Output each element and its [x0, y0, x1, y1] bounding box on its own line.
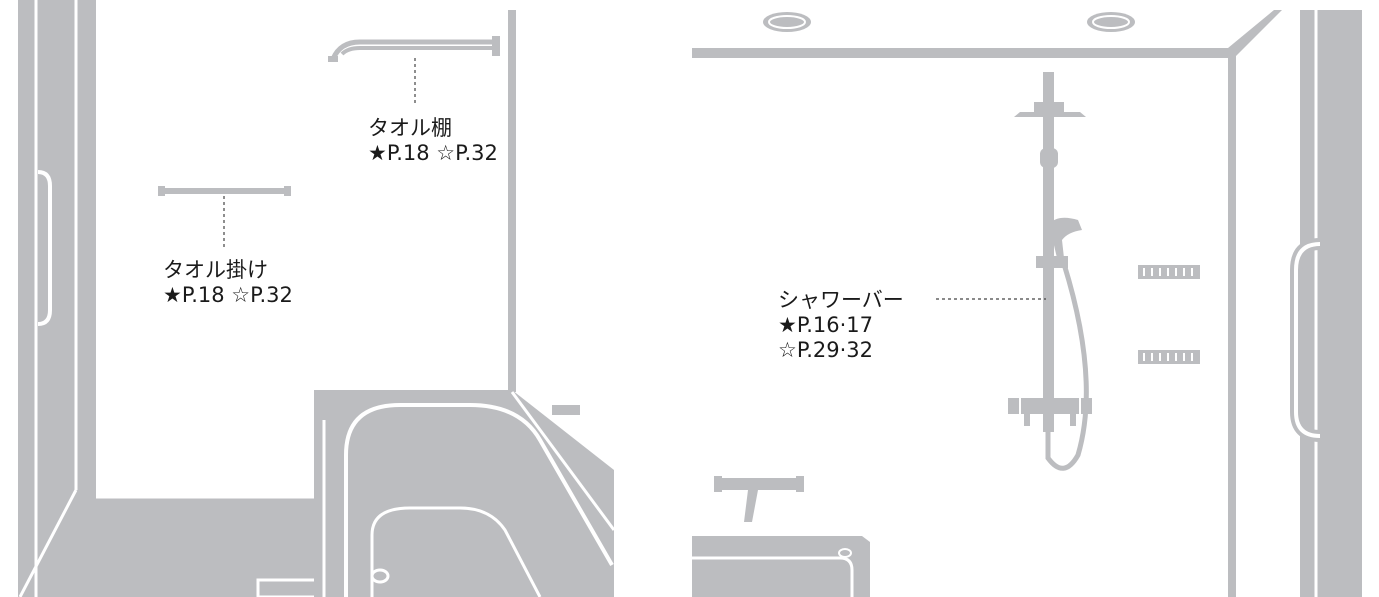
bathtub-corner	[692, 536, 870, 597]
towel-bar-callout: タオル掛け ★P.18 ☆P.32	[163, 258, 293, 308]
left-wall-edge	[508, 10, 516, 392]
right-door-frame	[1300, 10, 1362, 597]
wall-basket	[1138, 265, 1200, 279]
towel-bar	[158, 186, 291, 196]
ceiling-edge	[692, 10, 1282, 58]
shower-bar-refs-1: ★P.16·17	[778, 313, 874, 337]
left-grab-handle	[37, 170, 52, 326]
towel-shelf-callout: タオル棚 ★P.18 ☆P.32	[368, 116, 498, 166]
towel-shelf-label: タオル棚	[368, 116, 452, 140]
tub-faucet	[714, 476, 804, 522]
shower-bar-refs-2: ☆P.29·32	[778, 338, 874, 362]
towel-shelf-refs: ★P.18 ☆P.32	[368, 141, 498, 165]
wall-basket	[1138, 350, 1200, 364]
left-door-frame	[18, 0, 96, 597]
wall-corner	[1228, 54, 1236, 597]
towel-bar-label: タオル掛け	[163, 258, 268, 282]
shower-bar-callout: シャワーバー ★P.16·17 ☆P.29·32	[778, 288, 904, 363]
shower-bar-fixture	[1008, 72, 1092, 471]
towel-shelf	[328, 36, 500, 62]
towel-bar-refs: ★P.18 ☆P.32	[163, 283, 293, 307]
right-panel	[692, 10, 1362, 597]
shower-bar-label: シャワーバー	[778, 288, 904, 312]
left-panel	[18, 0, 616, 597]
